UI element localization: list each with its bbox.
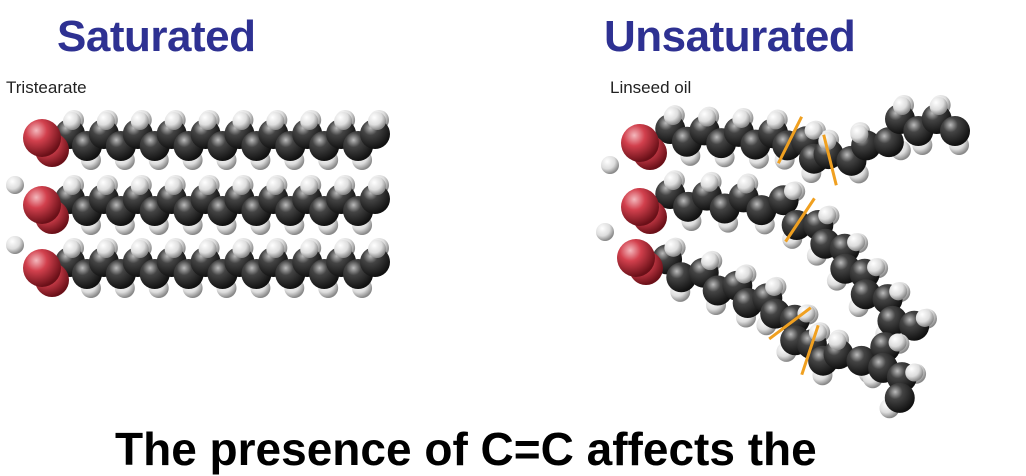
carbon-atom — [666, 262, 697, 293]
saturated-heading: Saturated — [57, 12, 256, 61]
oxygen-atom — [621, 188, 659, 226]
hydrogen-atom — [6, 236, 24, 254]
top-title-fragment — [435, 0, 448, 24]
hydrogen-atom — [701, 252, 720, 271]
hydrogen-atom — [368, 112, 386, 130]
double-bond-marker — [784, 197, 816, 243]
hydrogen-atom — [198, 177, 217, 195]
hydrogen-atom — [596, 223, 614, 241]
hydrogen-atom — [893, 97, 911, 115]
hydrogen-atom — [63, 112, 81, 130]
hydrogen-atom — [915, 308, 934, 327]
hydrogen-atom — [232, 177, 251, 195]
hydrogen-atom — [6, 176, 24, 194]
hydrogen-atom — [700, 173, 719, 192]
hydrogen-atom — [198, 112, 217, 130]
hydrogen-atom — [198, 240, 217, 258]
hydrogen-atom — [266, 177, 285, 195]
hydrogen-atom — [905, 363, 924, 382]
hydrogen-atom — [164, 112, 183, 130]
hydrogen-atom — [664, 238, 683, 257]
hydrogen-atom — [63, 240, 81, 258]
hydrogen-atom — [818, 206, 837, 225]
hydrogen-atom — [300, 240, 319, 258]
hydrogen-atom — [300, 112, 319, 130]
linseed-oil-label: Linseed oil — [610, 78, 692, 97]
hydrogen-atom — [96, 177, 115, 195]
molecule-diagram — [6, 95, 970, 419]
hydrogen-atom — [732, 109, 751, 128]
hydrogen-atom — [847, 233, 866, 252]
oxygen-atom — [621, 124, 659, 162]
hydrogen-atom — [601, 156, 619, 174]
hydrogen-atom — [828, 332, 847, 351]
hydrogen-atom — [797, 304, 816, 323]
oxygen-atom — [23, 119, 61, 157]
double-bond-marker — [768, 306, 812, 341]
hydrogen-atom — [334, 112, 353, 130]
hydrogen-atom — [888, 333, 907, 352]
hydrogen-atom — [164, 177, 183, 195]
unsaturated-heading: Unsaturated — [604, 12, 856, 61]
hydrogen-atom — [130, 112, 149, 130]
hydrogen-atom — [368, 177, 386, 195]
hydrogen-atom — [368, 240, 386, 258]
oxygen-atom — [23, 186, 61, 224]
oxygen-atom — [23, 249, 61, 287]
hydrogen-atom — [804, 121, 823, 140]
hydrogen-atom — [766, 111, 785, 130]
bottom-text: The presence of C=C affects the — [115, 423, 817, 475]
hydrogen-atom — [96, 240, 115, 258]
hydrogen-atom — [663, 107, 682, 126]
hydrogen-atom — [63, 177, 81, 195]
double-bond-marker — [800, 324, 820, 376]
hydrogen-atom — [735, 265, 754, 284]
hydrogen-atom — [266, 240, 285, 258]
hydrogen-atom — [232, 240, 251, 258]
hydrogen-atom — [300, 177, 319, 195]
hydrogen-atom — [698, 108, 717, 127]
double-bond-marker — [822, 134, 838, 186]
tristearate-label: Tristearate — [6, 78, 87, 97]
hydrogen-atom — [334, 240, 353, 258]
hydrogen-atom — [130, 240, 149, 258]
hydrogen-atom — [850, 125, 869, 144]
hydrogen-atom — [929, 97, 948, 115]
hydrogen-atom — [867, 258, 886, 277]
hydrogen-atom — [334, 177, 353, 195]
double-bond-marker — [777, 116, 803, 164]
hydrogen-atom — [765, 277, 784, 296]
carbon-atom — [940, 116, 970, 146]
carbon-atom — [873, 127, 904, 158]
hydrogen-atom — [164, 240, 183, 258]
hydrogen-atom — [266, 112, 285, 130]
oxygen-atom — [617, 239, 655, 277]
hydrogen-atom — [130, 177, 149, 195]
hydrogen-atom — [96, 112, 115, 130]
hydrogen-atom — [232, 112, 251, 130]
hydrogen-atom — [889, 282, 908, 301]
carbon-atom — [884, 382, 915, 413]
hydrogen-atom — [737, 175, 756, 194]
hydrogen-atom — [663, 172, 682, 191]
hydrogen-atom — [784, 182, 802, 200]
